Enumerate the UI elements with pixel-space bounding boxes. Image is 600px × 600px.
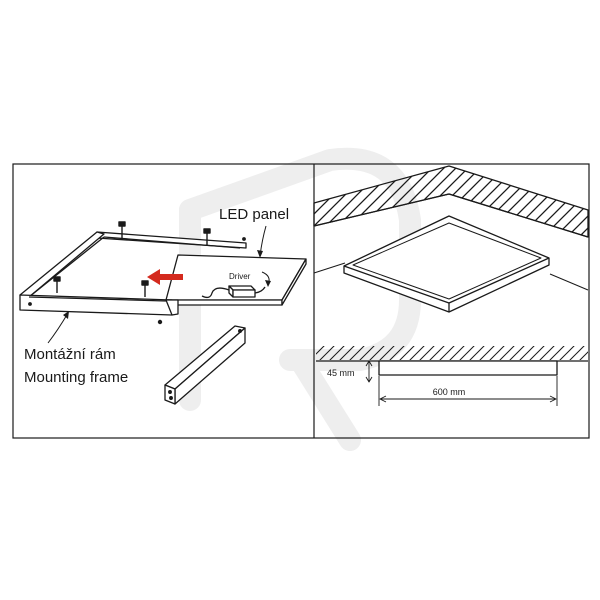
mounting-frame-drawing	[19, 231, 247, 316]
driver-box	[228, 285, 256, 298]
screw-icon	[53, 276, 61, 293]
mounting-frame-label-en: Mounting frame	[24, 369, 128, 386]
driver-cable	[201, 287, 230, 299]
frame-screws	[28, 221, 246, 325]
screw-icon	[203, 228, 211, 245]
width-dimension-label: 600 mm	[433, 387, 466, 397]
slide-in-arrow-icon	[147, 269, 183, 285]
surface-mounted-panel	[343, 215, 550, 313]
label-leaders	[47, 225, 271, 344]
side-elevation-drawing	[316, 346, 588, 406]
mounting-frame-label-cz: Montážní rám	[24, 346, 116, 363]
ceiling-perspective-drawing	[313, 165, 589, 313]
screw-icon	[141, 280, 149, 297]
led-panel-drawing	[165, 254, 307, 306]
height-dimension-label: 45 mm	[327, 368, 355, 378]
left-installation-illustration	[19, 221, 307, 405]
loose-frame-rail	[164, 325, 246, 405]
panel-profile	[378, 360, 558, 376]
driver-label: Driver	[229, 272, 251, 281]
diagram-frame	[12, 163, 590, 439]
led-panel-label: LED panel	[219, 206, 289, 223]
screw-icon	[118, 221, 126, 238]
